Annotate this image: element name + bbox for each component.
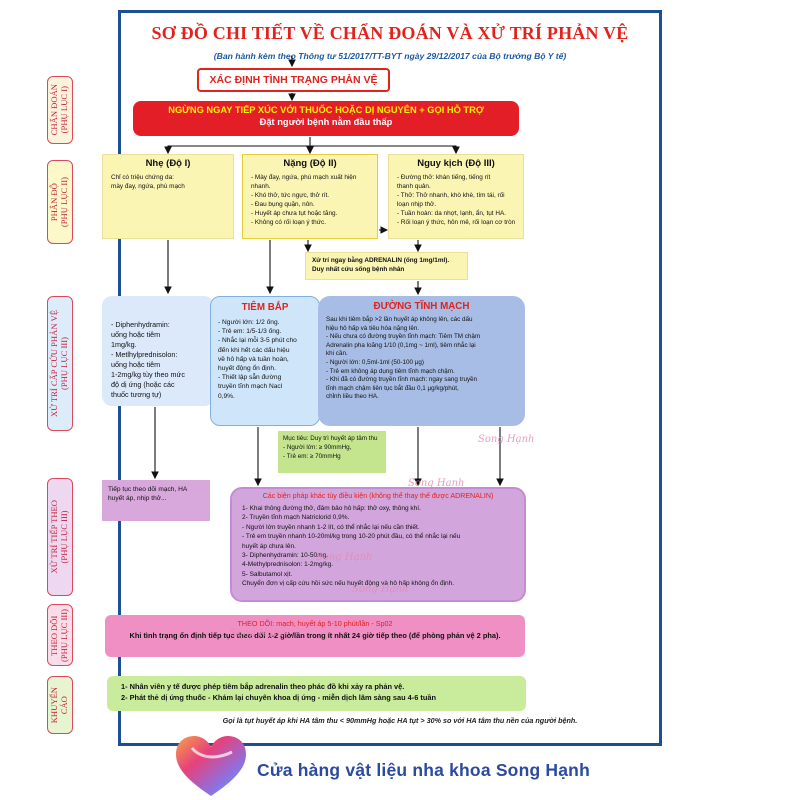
section-label-xu-tri-cap-cuu: XỬ TRÍ CẤP CỨU PHẢN VỆ (PHỤ LỤC III) — [47, 296, 73, 431]
poster-title: SƠ ĐỒ CHI TIẾT VỀ CHẨN ĐOÁN VÀ XỬ TRÍ PH… — [151, 23, 629, 43]
bien-phap-body: 1- Khai thông đường thở, đảm bảo hô hấp:… — [242, 505, 461, 588]
tiem-bap-title: TIÊM BẮP — [241, 302, 289, 313]
nguy-kich-body: - Đường thở: khàn tiếng, tiếng rít thanh… — [397, 174, 516, 226]
section-label-khuyen-cao: KHUYẾN CÁO — [47, 676, 73, 734]
section-label-theo-doi: THEO DÕI (PHỤ LỤC III) — [47, 604, 73, 666]
box-duong-tinh-mach: ĐƯỜNG TĨNH MẠCH Sau khi tiêm bắp >2 lần … — [318, 296, 525, 426]
tiem-bap-body: - Người lớn: 1/2 ống. - Trẻ em: 1/5-1/3 … — [218, 319, 297, 400]
footer-band — [0, 748, 800, 800]
box-khuyen-cao: 1- Nhân viên y tế được phép tiêm bắp adr… — [107, 676, 526, 711]
nhe-title: Nhẹ (Độ I) — [145, 158, 191, 169]
section-label-xu-tri-tiep-theo: XỬ TRÍ TIẾP THEO (PHỤ LỤC III) — [47, 478, 73, 596]
section-label-chan-doan: CHẨN ĐOÁN (PHỤ LỤC I) — [47, 76, 73, 144]
watermark-2: Song Hạnh — [408, 478, 465, 489]
shop-name: Cửa hàng vật liệu nha khoa Song Hạnh — [257, 760, 590, 780]
ngung-line-1: NGỪNG NGAY TIẾP XÚC VỚI THUỐC HOẶC DỊ NG… — [168, 105, 484, 115]
nang-body: - Mày đay, ngứa, phù mạch xuất hiện nhan… — [251, 174, 357, 226]
section-label-phan-do: PHÂN ĐỘ (PHỤ LỤC II) — [47, 160, 73, 244]
watermark-5: Song Hạnh — [316, 552, 373, 563]
box-nang-do-2: Nặng (Độ II) - Mày đay, ngứa, phù mạch x… — [242, 154, 378, 239]
footnote-hypotension: Gọi là tụt huyết áp khi HA tâm thu < 90m… — [222, 716, 578, 725]
arrow-ngung-branches — [167, 145, 457, 152]
nhe-body: Chỉ có triệu chứng da: mày đay, ngứa, ph… — [111, 174, 185, 190]
watermark-3: Song Hạnh — [352, 584, 409, 595]
watermark-4: Song Hạnh — [230, 628, 287, 639]
box-nguy-kich-do-3: Nguy kịch (Độ III) - Đường thở: khàn tiế… — [388, 154, 524, 239]
nang-title: Nặng (Độ II) — [283, 158, 337, 169]
box-tiem-bap: TIÊM BẮP - Người lớn: 1/2 ống. - Trẻ em:… — [210, 296, 320, 426]
tinh-mach-title: ĐƯỜNG TĨNH MẠCH — [373, 301, 470, 312]
poster-subtitle: (Ban hành kèm theo Thông tư 51/2017/TT-B… — [213, 51, 567, 61]
box-theo-doi: THEO DÕI: mạch, huyết áp 5-10 phút/lần -… — [105, 615, 525, 657]
box-tiep-tuc-theo-doi: Tiếp tục theo dõi mạch, HA huyết áp, nhị… — [102, 480, 210, 521]
box-adrenalin-note: Xử trí ngay bằng ADRENALIN (ống 1mg/1ml)… — [305, 252, 468, 280]
tinh-mach-body: Sau khi tiêm bắp >2 lần huyết áp không l… — [326, 316, 481, 401]
box-cac-bien-phap: Các biện pháp khác tùy điều kiện (không … — [230, 487, 526, 602]
ngung-line-2: Đặt người bệnh nằm đầu thấp — [259, 117, 393, 127]
nguy-kich-title: Nguy kịch (Độ III) — [417, 158, 495, 169]
box-ngung-tiep-xuc: NGỪNG NGAY TIẾP XÚC VỚI THUỐC HOẶC DỊ NG… — [133, 101, 519, 136]
heart-logo-icon — [176, 736, 246, 796]
bien-phap-title: Các biện pháp khác tùy điều kiện (không … — [262, 492, 494, 500]
box-nhe-do-1: Nhẹ (Độ I) Chỉ có triệu chứng da: mày đa… — [102, 154, 234, 239]
box-diphenhydramin: - Diphenhydramin: uống hoặc tiêm 1mg/kg.… — [102, 296, 214, 406]
watermark-1: Song Hạnh — [478, 434, 535, 445]
box-muc-tieu: Mục tiêu: Duy trì huyết áp tâm thu - Ngư… — [278, 431, 386, 473]
theo-doi-line-1: THEO DÕI: mạch, huyết áp 5-10 phút/lần -… — [237, 619, 393, 628]
theo-doi-line-2: Khi tình trạng ổn định tiếp tục theo dõi… — [129, 631, 501, 640]
box-xac-dinh: XÁC ĐỊNH TÌNH TRẠNG PHẢN VỆ — [197, 68, 390, 92]
